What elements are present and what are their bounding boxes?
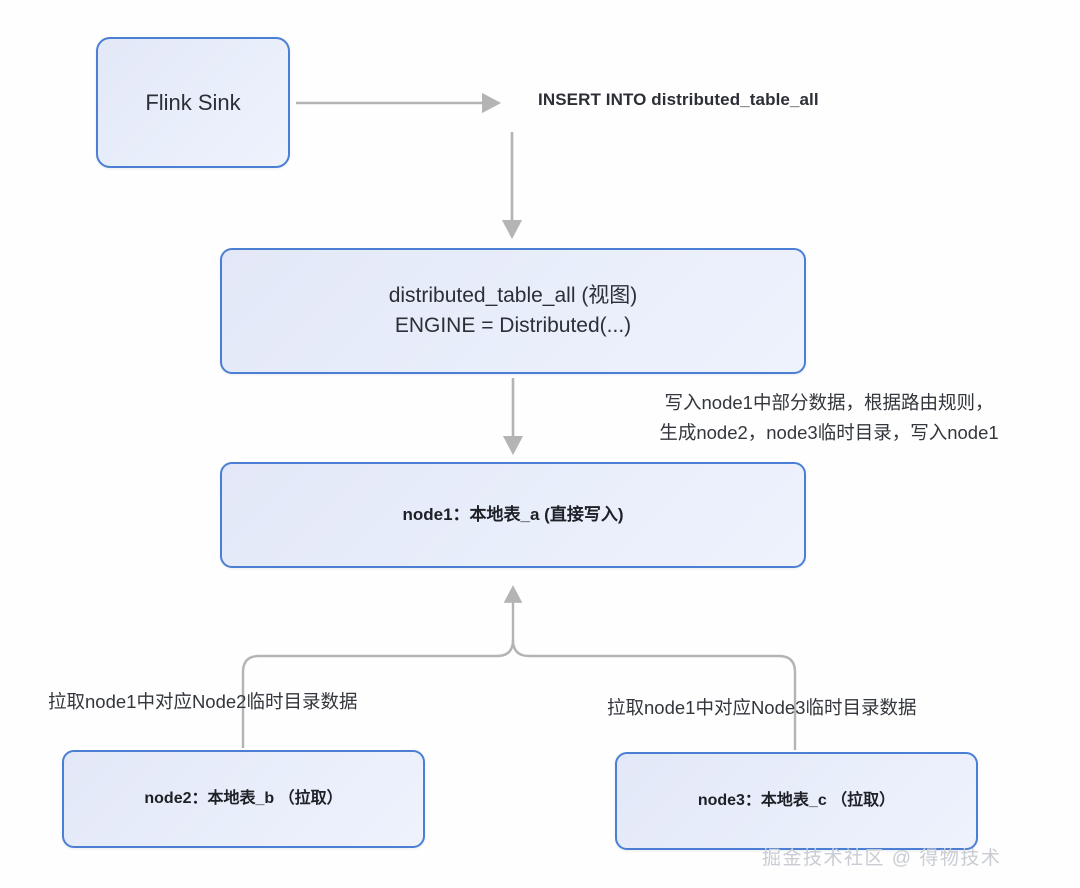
label-pull-node3: 拉取node1中对应Node3临时目录数据 <box>607 697 917 718</box>
label-route-note: 写入node1中部分数据，根据路由规则， 生成node2，node3临时目录，写… <box>606 388 1052 448</box>
node-node3[interactable]: node3：本地表_c （拉取） <box>615 752 978 850</box>
node-flink-sink-label: Flink Sink <box>145 89 241 115</box>
node-node3-label: node3：本地表_c （拉取） <box>697 792 896 810</box>
label-pull-node2: 拉取node1中对应Node2临时目录数据 <box>48 691 358 712</box>
node-distributed-table-all[interactable]: distributed_table_all (视图) ENGINE = Dist… <box>220 248 806 374</box>
watermark: 掘金技术社区 @ 得物技术 <box>762 848 1002 869</box>
label-insert-statement: INSERT INTO distributed_table_all <box>538 90 819 109</box>
distributed-table-engine: ENGINE = Distributed(...) <box>394 314 632 337</box>
edge-nodes-to-node1-bracket <box>241 585 797 750</box>
node-flink-sink[interactable]: Flink Sink <box>96 37 290 168</box>
distributed-table-name: distributed_table_all (视图) <box>388 283 638 307</box>
node-node1[interactable]: node1：本地表_a (直接写入) <box>220 462 806 568</box>
node-distributed-table-all-label: distributed_table_all (视图) ENGINE = Dist… <box>389 281 638 342</box>
node-node2-label: node2：本地表_b （拉取） <box>144 790 343 808</box>
node-node2[interactable]: node2：本地表_b （拉取） <box>62 750 425 848</box>
node-node1-label: node1：本地表_a (直接写入) <box>402 504 624 524</box>
label-route-note-line2: 生成node2，node3临时目录，写入node1 <box>659 421 999 443</box>
label-route-note-line1: 写入node1中部分数据，根据路由规则， <box>664 392 994 413</box>
